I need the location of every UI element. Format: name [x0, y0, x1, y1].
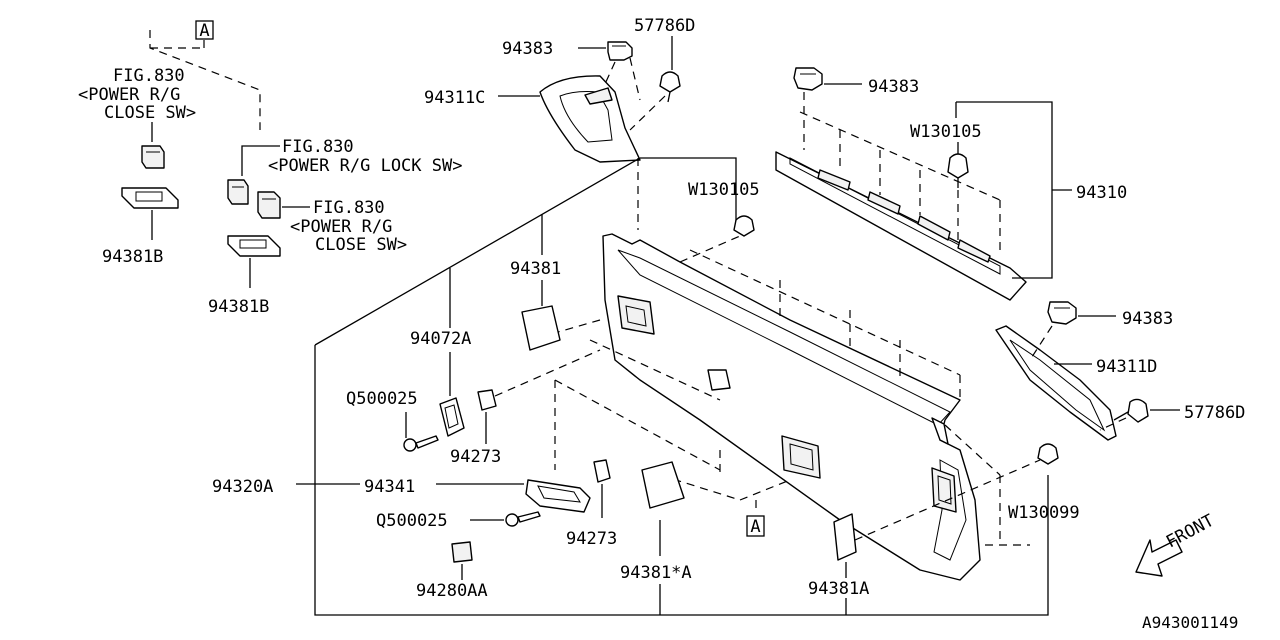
- fig830-close-sw-2-line1: FIG.830: [313, 198, 385, 218]
- panel-dashed-guides: [494, 235, 1041, 546]
- part-94072A-label: 94072A: [410, 329, 471, 349]
- clip-94383-3: 94383: [1029, 301, 1173, 361]
- trim-94310: 94310: [775, 101, 1127, 301]
- main-panel-frame: [314, 157, 1049, 616]
- fig830-close-sw-callout-1: FIG.830 <POWER R/G CLOSE SW>: [78, 66, 196, 142]
- part-94311D-label: 94311D: [1096, 357, 1157, 377]
- screw-Q500025-2: Q500025: [376, 511, 541, 531]
- clip-94383-1: 94383: [502, 39, 641, 101]
- trim-94311D: 94311D: [995, 325, 1157, 441]
- part-94280AA-label: 94280AA: [416, 581, 488, 601]
- clip-94273-1: 94273: [450, 389, 501, 467]
- clip-57786D-2: 57786D: [1099, 398, 1245, 431]
- part-94383-2-label: 94383: [868, 77, 919, 97]
- part-W130099-label: W130099: [1008, 503, 1080, 523]
- trim-94311C: 94311C: [424, 75, 641, 163]
- fig830-lock-sw-line1: FIG.830: [282, 137, 354, 157]
- part-57786D-1-label: 57786D: [634, 16, 695, 36]
- switch-part-2: [257, 191, 281, 219]
- screw-Q500025-1: Q500025: [346, 389, 439, 452]
- fig830-close-sw-2-line3: CLOSE SW>: [315, 235, 407, 255]
- bezel-94381B-1: 94381B: [102, 187, 179, 267]
- ref-a-leaders: [149, 30, 261, 130]
- clip-94383-2: 94383: [793, 67, 1001, 250]
- part-W130105-1-label: W130105: [688, 180, 760, 200]
- part-94381B-1-label: 94381B: [102, 247, 163, 267]
- part-94383-1-label: 94383: [502, 39, 553, 59]
- clip-94273-2: 94273: [566, 459, 617, 549]
- front-direction-arrow: FRONT: [1135, 511, 1218, 577]
- ref-box-a-bottom: A: [746, 515, 765, 537]
- part-94273-2-label: 94273: [566, 529, 617, 549]
- cover-94381: 94381: [510, 214, 561, 351]
- fig830-close-sw-1-line1: FIG.830: [113, 66, 185, 86]
- clip-W130099: W130099: [1008, 443, 1080, 523]
- part-Q500025-1-label: Q500025: [346, 389, 418, 409]
- ref-box-a-top: A: [195, 20, 214, 41]
- part-94381A-label: 94381A: [808, 579, 869, 599]
- back-door-trim-panel: [602, 233, 981, 581]
- fig830-close-sw-2-line2: <POWER R/G: [290, 217, 392, 237]
- part-94273-1-label: 94273: [450, 447, 501, 467]
- fig830-lock-sw-line2: <POWER R/G LOCK SW>: [268, 156, 462, 176]
- clip-W130105-1: W130105: [688, 180, 760, 237]
- switch-part-lock: [227, 179, 249, 205]
- part-94310-label: 94310: [1076, 183, 1127, 203]
- part-94311C-label: 94311C: [424, 88, 485, 108]
- ref-a-bottom-label: A: [750, 517, 760, 537]
- part-94381-star-A-label: 94381*A: [620, 563, 692, 583]
- fig830-lock-sw-callout: FIG.830 <POWER R/G LOCK SW>: [241, 137, 462, 176]
- front-label: FRONT: [1163, 511, 1218, 553]
- part-57786D-2-label: 57786D: [1184, 403, 1245, 423]
- bezel-94381B-2: 94381B: [208, 235, 281, 317]
- cover-94381-star-A: 94381*A: [620, 461, 692, 615]
- part-94381-label: 94381: [510, 259, 561, 279]
- switch-part-1: [141, 145, 165, 169]
- part-94320A-label: 94320A: [212, 477, 273, 497]
- diagram-id: A943001149: [1142, 613, 1238, 632]
- bezel-94072A: 94072A: [410, 268, 471, 437]
- part-Q500025-2-label: Q500025: [376, 511, 448, 531]
- label-94280AA: 94280AA: [416, 541, 488, 601]
- part-94383-3-label: 94383: [1122, 309, 1173, 329]
- ref-a-top-label: A: [199, 21, 209, 41]
- part-94341-label: 94341: [364, 477, 415, 497]
- fig830-close-sw-1-line3: CLOSE SW>: [104, 103, 196, 123]
- handle-94341: 94320A 94341: [212, 477, 591, 513]
- part-W130105-2-label: W130105: [910, 122, 982, 142]
- cover-94381A: 94381A: [808, 513, 869, 615]
- clip-W130105-2: W130105: [910, 102, 982, 240]
- fig830-close-sw-callout-2: FIG.830 <POWER R/G CLOSE SW>: [282, 198, 407, 255]
- fig830-close-sw-1-line2: <POWER R/G: [78, 85, 180, 105]
- clip-57786D-1: 57786D: [629, 16, 695, 131]
- part-94381B-2-label: 94381B: [208, 297, 269, 317]
